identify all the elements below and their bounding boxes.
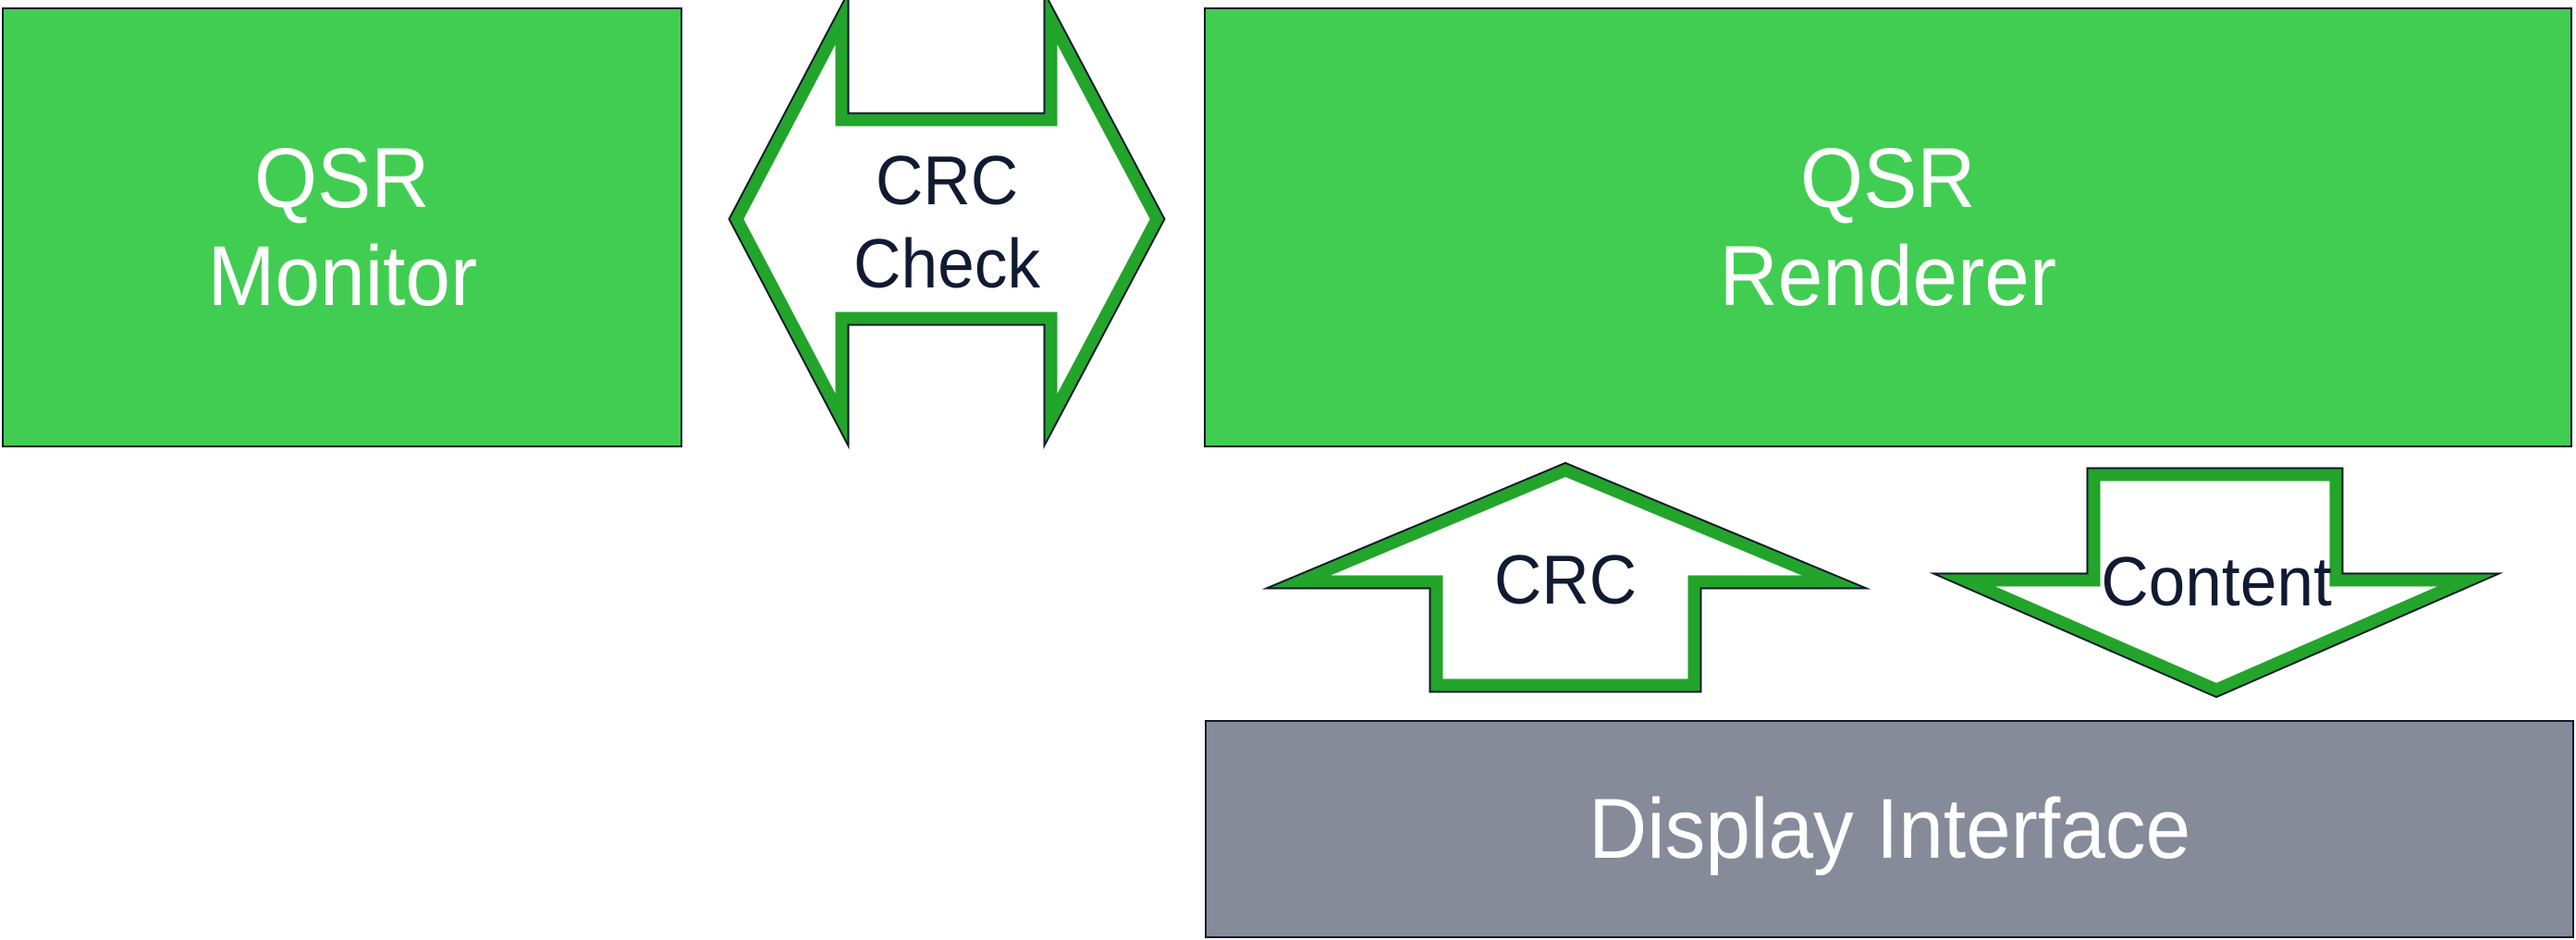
qsr-monitor-label-line2: Monitor [207, 229, 477, 324]
qsr-renderer-label-line2: Renderer [1719, 229, 2057, 324]
crc-check-double-arrow-icon [728, 0, 1166, 450]
qsr-monitor-box: QSR Monitor [2, 7, 682, 447]
display-interface-label: Display Interface [1589, 782, 2190, 876]
qsr-renderer-box: QSR Renderer [1204, 7, 2572, 447]
qsr-renderer-label-line1: QSR [1800, 131, 1976, 226]
content-down-arrow-icon [1929, 467, 2504, 699]
qsr-monitor-label-line1: QSR [254, 131, 430, 226]
display-interface-box: Display Interface [1205, 720, 2574, 938]
crc-up-arrow-icon [1261, 461, 1871, 693]
